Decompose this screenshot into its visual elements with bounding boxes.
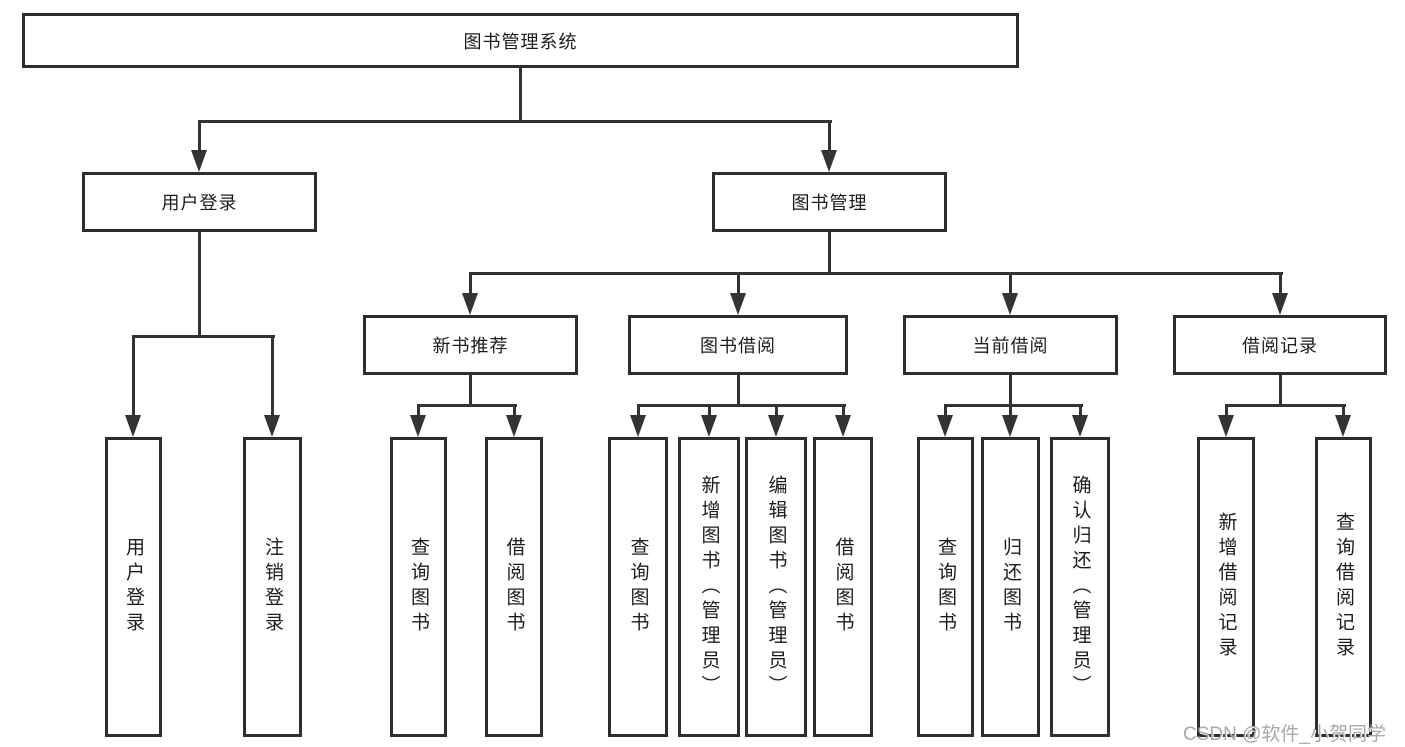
node-label: 查询图书 [627, 537, 649, 637]
connector-user-login-hbar [133, 335, 275, 338]
connector-to-leaf [417, 404, 420, 417]
connector-to-leaf [944, 404, 947, 417]
node-label: 用户登录 [161, 193, 238, 213]
node-label: 确认归还（管理员） [1069, 474, 1091, 700]
arrow-down-icon [1335, 415, 1351, 437]
connector-book-mgmt-hbar [470, 272, 1283, 275]
node-query-books-borrowing: 查询图书 [608, 437, 668, 737]
node-borrow-books-borrowing: 借阅图书 [813, 437, 873, 737]
arrow-down-icon [835, 415, 851, 437]
connector-section-stem [1009, 375, 1012, 407]
node-label: 借阅图书 [503, 537, 525, 637]
node-label: 用户登录 [123, 537, 144, 637]
node-user-login: 用户登录 [105, 437, 162, 737]
connector-to-section [469, 272, 472, 296]
connector-book-mgmt-stem [828, 232, 831, 275]
node-label: 归还图书 [1000, 537, 1021, 637]
node-label: 编辑图书（管理员） [765, 474, 787, 700]
connector-to-section [737, 272, 740, 296]
node-query-borrow-record: 查询借阅记录 [1315, 437, 1372, 737]
node-label: 图书借阅 [700, 336, 776, 356]
connector-section-stem [737, 375, 740, 407]
connector-to-leaf [637, 404, 640, 417]
arrow-down-icon [264, 415, 280, 437]
node-label: 新增借阅记录 [1215, 512, 1237, 662]
connector-section-stem [1279, 375, 1282, 407]
node-logout: 注销登录 [243, 437, 302, 737]
node-confirm-return-admin: 确认归还（管理员） [1050, 437, 1110, 737]
watermark: CSDN @软件_小贺同学 [1183, 724, 1386, 745]
connector-to-leaf [513, 404, 516, 417]
connector-section-hbar [945, 404, 1083, 407]
node-label: 查询图书 [408, 537, 429, 637]
connector-root-hbar [199, 120, 832, 123]
node-query-books-current: 查询图书 [917, 437, 974, 737]
node-label: 新增图书（管理员） [698, 474, 720, 700]
connector-root-stem [519, 67, 522, 123]
connector-to-leaf [842, 404, 845, 417]
connector-to-user-login-group [198, 120, 201, 152]
node-current-borrowing: 当前借阅 [903, 315, 1118, 375]
node-user-login-group: 用户登录 [82, 172, 317, 232]
node-edit-books-admin: 编辑图书（管理员） [745, 437, 807, 737]
arrow-down-icon [191, 150, 207, 172]
node-label: 图书管理 [791, 193, 868, 213]
node-label: 新书推荐 [432, 336, 509, 356]
node-label: 图书管理系统 [463, 31, 578, 52]
arrow-down-icon [730, 293, 746, 315]
node-borrowing-records: 借阅记录 [1173, 315, 1387, 375]
arrow-down-icon [1218, 415, 1234, 437]
connector-to-leaf [271, 335, 274, 417]
node-query-books-recommend: 查询图书 [390, 437, 447, 737]
node-label: 当前借阅 [972, 336, 1049, 356]
connector-to-leaf [1225, 404, 1228, 417]
connector-to-section [1009, 272, 1012, 296]
arrow-down-icon [1002, 293, 1018, 315]
arrow-down-icon [1072, 415, 1088, 437]
node-book-management: 图书管理 [712, 172, 947, 232]
arrow-down-icon [768, 415, 784, 437]
node-new-book-recommendation: 新书推荐 [363, 315, 578, 375]
connector-section-hbar [418, 404, 517, 407]
node-label: 借阅记录 [1242, 336, 1318, 356]
arrow-down-icon [506, 415, 522, 437]
connector-to-section [1279, 272, 1282, 296]
connector-user-login-stem [198, 232, 201, 338]
connector-section-stem [469, 375, 472, 407]
node-label: 注销登录 [262, 537, 283, 637]
connector-to-leaf [132, 335, 135, 417]
arrow-down-icon [937, 415, 953, 437]
arrow-down-icon [410, 415, 426, 437]
node-label: 查询图书 [935, 537, 956, 637]
arrow-down-icon [462, 293, 478, 315]
connector-to-book-management [828, 120, 831, 152]
node-book-borrowing: 图书借阅 [628, 315, 848, 375]
arrow-down-icon [125, 415, 141, 437]
connector-section-hbar [1226, 404, 1346, 407]
connector-to-leaf [1009, 404, 1012, 417]
node-library-management-system: 图书管理系统 [22, 13, 1019, 68]
node-add-borrow-record: 新增借阅记录 [1197, 437, 1255, 737]
arrow-down-icon [630, 415, 646, 437]
arrow-down-icon [701, 415, 717, 437]
node-label: 查询借阅记录 [1333, 512, 1354, 662]
connector-section-hbar [638, 404, 846, 407]
node-add-books-admin: 新增图书（管理员） [678, 437, 740, 737]
arrow-down-icon [1272, 293, 1288, 315]
connector-to-leaf [775, 404, 778, 417]
node-label: 借阅图书 [832, 537, 854, 637]
node-return-books: 归还图书 [981, 437, 1040, 737]
arrow-down-icon [821, 150, 837, 172]
arrow-down-icon [1002, 415, 1018, 437]
connector-to-leaf [708, 404, 711, 417]
connector-to-leaf [1079, 404, 1082, 417]
connector-to-leaf [1342, 404, 1345, 417]
node-borrow-books-recommend: 借阅图书 [485, 437, 543, 737]
